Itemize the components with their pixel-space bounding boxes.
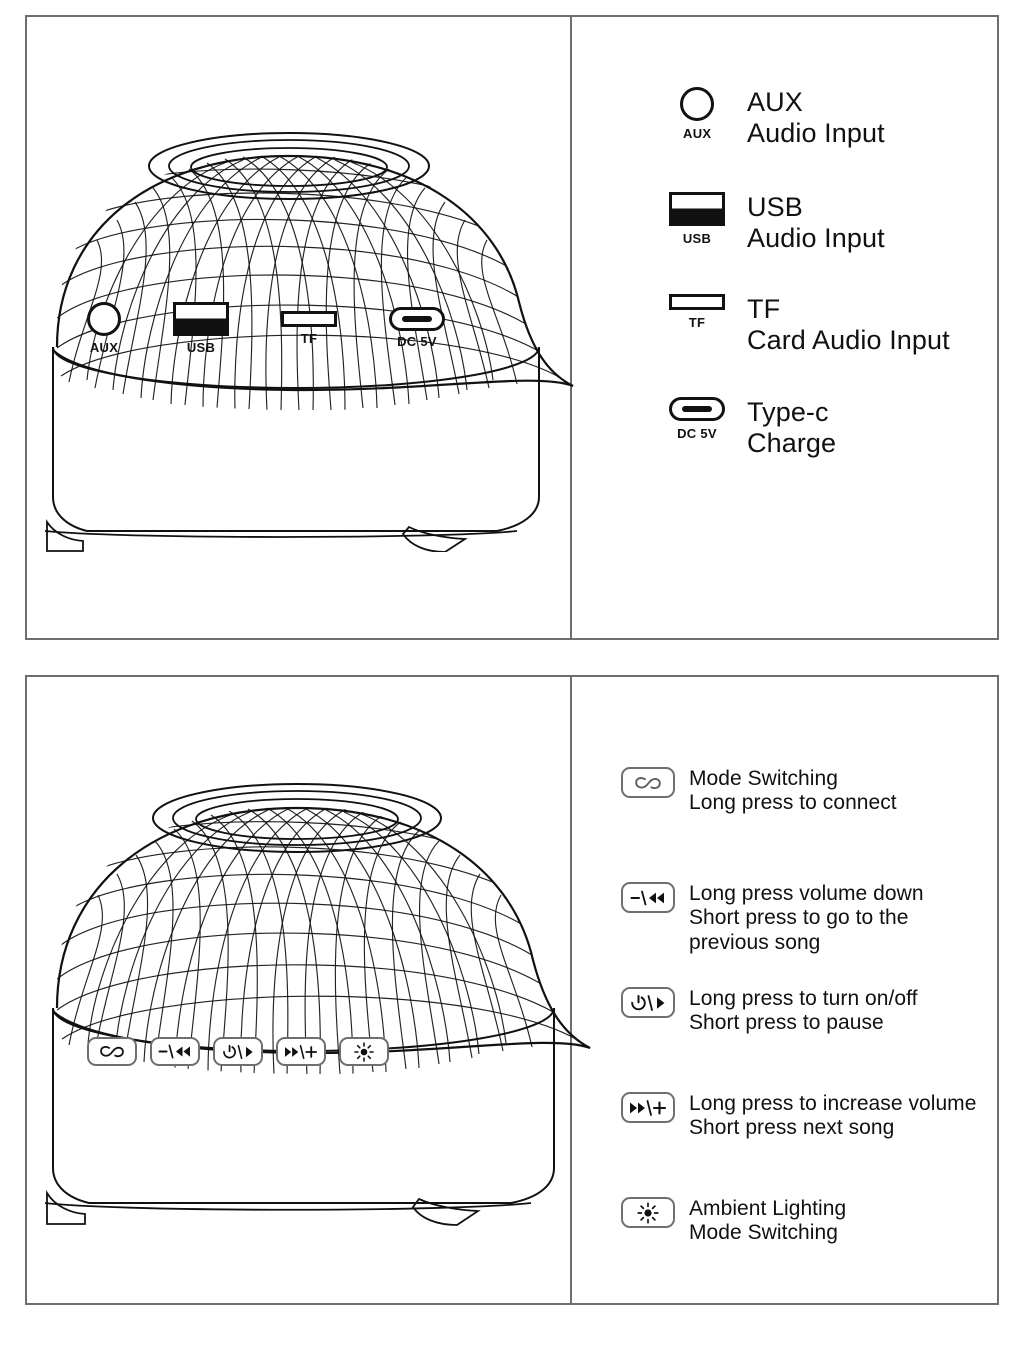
legend-line-2: Short press to pause — [689, 1011, 884, 1035]
legend-icon-tf: TF — [647, 294, 747, 330]
device-key-volume-up[interactable] — [276, 1037, 326, 1066]
legend-row-volume-up: Long press to increase volume Short pres… — [607, 1092, 1002, 1141]
legend-icon-aux: AUX — [647, 87, 747, 141]
device-port-typec: DC 5V — [389, 307, 445, 349]
device-port-row: AUX USB TF DC 5V — [87, 302, 445, 355]
speaker-illustration-ports — [17, 122, 587, 552]
device-port-typec-label: DC 5V — [397, 334, 437, 349]
legend-row-usb: USB USB Audio Input — [647, 192, 997, 255]
legend-line-2: Audio Input — [747, 118, 885, 149]
legend-icon-caption-usb: USB — [682, 231, 712, 246]
volume-down-previous-icon — [621, 882, 675, 913]
usb-port-icon — [173, 302, 229, 336]
legend-text-volume-down: Long press volume down Short press to go… — [689, 882, 1002, 955]
legend-line-2: Mode Switching — [689, 1221, 838, 1245]
legend-icon-volume-down — [607, 882, 689, 913]
legend-line-1: TF — [747, 294, 781, 324]
legend-line-2: Short press to go to the — [689, 906, 909, 930]
legend-line-2: Charge — [747, 428, 837, 459]
legend-icon-power-play — [607, 987, 689, 1018]
device-key-power-play[interactable] — [213, 1037, 263, 1066]
legend-line-1: USB — [747, 192, 803, 222]
ports-panel: AUX USB TF DC 5V AUX AUX Audio Input — [25, 15, 999, 640]
aux-jack-icon: AUX — [680, 87, 714, 141]
legend-text-usb: USB Audio Input — [747, 192, 997, 255]
legend-row-volume-down: Long press volume down Short press to go… — [607, 882, 1002, 955]
legend-text-mode-switching: Mode Switching Long press to connect — [689, 767, 1002, 816]
legend-icon-caption-aux: AUX — [683, 126, 712, 141]
legend-text-aux: AUX Audio Input — [747, 87, 997, 150]
legend-line-1: AUX — [747, 87, 803, 117]
legend-text-power-play: Long press to turn on/off Short press to… — [689, 987, 1002, 1036]
legend-line-1: Long press to increase volume — [689, 1092, 977, 1115]
legend-icon-caption-typec: DC 5V — [677, 426, 717, 441]
legend-text-typec: Type-c Charge — [747, 397, 997, 460]
legend-icon-volume-up — [607, 1092, 689, 1123]
usb-port-icon: USB — [669, 192, 725, 246]
legend-icon-link-mode — [607, 767, 689, 798]
device-port-aux: AUX — [87, 302, 121, 355]
usb-type-c-icon: DC 5V — [669, 397, 725, 441]
legend-text-volume-up: Long press to increase volume Short pres… — [689, 1092, 1002, 1141]
volume-up-next-icon — [621, 1092, 675, 1123]
device-key-row — [87, 1037, 389, 1066]
tf-card-slot-icon — [281, 311, 337, 327]
ambient-light-icon — [621, 1197, 675, 1228]
legend-icon-caption-tf: TF — [688, 315, 706, 330]
usb-type-c-icon — [389, 307, 445, 331]
speaker-illustration-buttons — [17, 772, 597, 1232]
legend-line-1: Mode Switching — [689, 767, 838, 790]
legend-row-typec: DC 5V Type-c Charge — [647, 397, 997, 460]
legend-line-2: Short press next song — [689, 1116, 895, 1140]
link-mode-icon — [621, 767, 675, 798]
legend-row-power-play: Long press to turn on/off Short press to… — [607, 987, 1002, 1036]
device-key-ambient-light[interactable] — [339, 1037, 389, 1066]
legend-text-tf: TF Card Audio Input — [747, 294, 997, 357]
panel-divider — [570, 17, 572, 638]
legend-row-mode-switching: Mode Switching Long press to connect — [607, 767, 1002, 816]
power-play-pause-icon — [621, 987, 675, 1018]
legend-row-tf: TF TF Card Audio Input — [647, 294, 997, 357]
aux-jack-icon — [87, 302, 121, 336]
legend-icon-ambient-light — [607, 1197, 689, 1228]
device-port-tf-label: TF — [300, 331, 318, 346]
legend-icon-usb: USB — [647, 192, 747, 246]
legend-line-2: Long press to connect — [689, 791, 897, 815]
panel-divider — [570, 677, 572, 1303]
device-key-link-mode[interactable] — [87, 1037, 137, 1066]
legend-row-ambient-light: Ambient Lighting Mode Switching — [607, 1197, 1002, 1246]
legend-line-2: Card Audio Input — [747, 325, 950, 356]
legend-line-1: Long press to turn on/off — [689, 987, 918, 1010]
legend-line-1: Long press volume down — [689, 882, 924, 905]
buttons-panel: Mode Switching Long press to connect Lon… — [25, 675, 999, 1305]
device-port-usb: USB — [173, 302, 229, 355]
device-port-usb-label: USB — [186, 340, 216, 355]
device-port-tf: TF — [281, 311, 337, 346]
legend-line-1: Ambient Lighting — [689, 1197, 847, 1220]
legend-icon-typec: DC 5V — [647, 397, 747, 441]
device-port-aux-label: AUX — [89, 340, 119, 355]
legend-line-2: Audio Input — [747, 223, 885, 254]
legend-line-3: previous song — [689, 930, 821, 954]
device-key-volume-down[interactable] — [150, 1037, 200, 1066]
tf-card-slot-icon: TF — [669, 294, 725, 330]
legend-text-ambient-light: Ambient Lighting Mode Switching — [689, 1197, 1002, 1246]
legend-row-aux: AUX AUX Audio Input — [647, 87, 997, 150]
legend-line-1: Type-c — [747, 397, 829, 427]
